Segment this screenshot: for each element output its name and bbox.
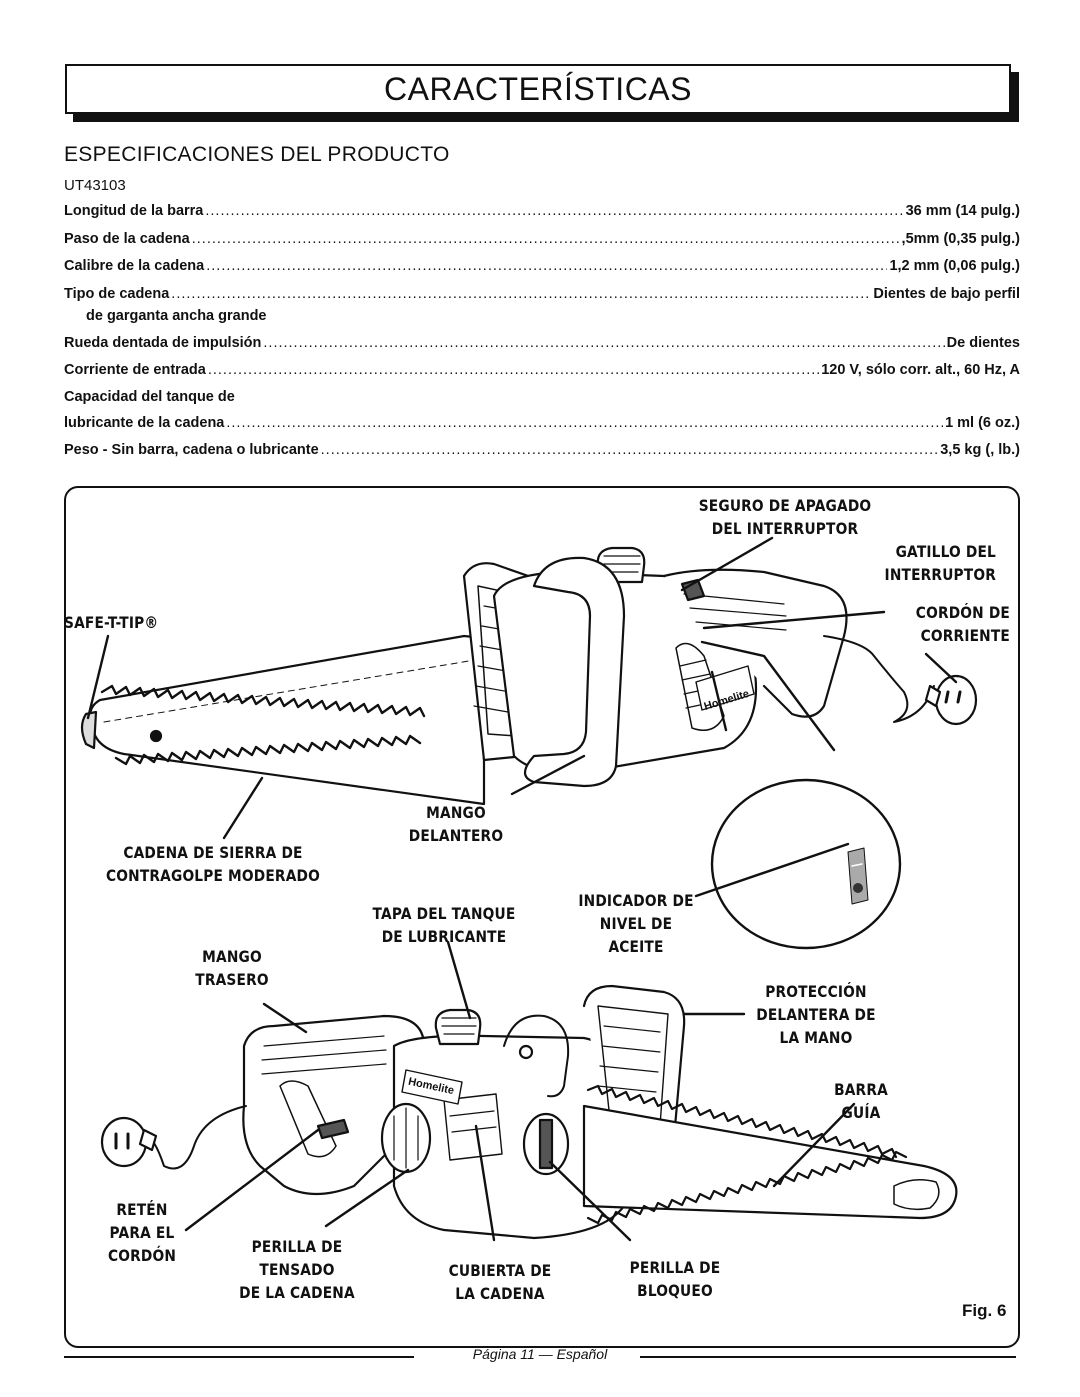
lower-guide-bar [582, 1104, 958, 1220]
callout-seguro-apagado: SEGURO DE APAGADO DEL INTERRUPTOR [698, 496, 872, 538]
leader-mango-trasero [262, 1002, 308, 1034]
footer-rule-right [640, 1356, 1016, 1358]
leader-safe-t-tip [86, 634, 110, 720]
spec-value: 1,2 mm (0,06 pulg.) [889, 258, 1020, 274]
spec-label: Calibre de la cadena [64, 258, 205, 274]
leader-magnifier-inner [710, 670, 728, 732]
spec-row: Rueda dentada de impulsión De dientes [64, 335, 1020, 351]
upper-front-handle [523, 556, 626, 788]
upper-chain-bottom [114, 734, 422, 766]
spec-value: ,5mm (0,35 pulg.) [901, 231, 1020, 247]
figure-label: Fig. 6 [962, 1301, 1007, 1320]
model-number: UT43103 [64, 177, 126, 194]
spec-label: lubricante de la cadena [64, 415, 225, 431]
spec-value: De dientes [946, 335, 1020, 351]
lower-brand-badge [401, 1069, 463, 1105]
spec-label: Tipo de cadena [64, 286, 170, 302]
spec-row: Paso de la cadena ,5mm (0,35 pulg.) [64, 231, 1020, 247]
leader-cadena [222, 776, 264, 840]
chain-cover [443, 1093, 503, 1161]
lower-trigger [316, 1118, 350, 1140]
spec-value: 36 mm (14 pulg.) [905, 203, 1020, 219]
callout-cordon-corriente: CORDÓN DE CORRIENTE [915, 603, 1010, 645]
chainsaw-diagram: Homelite [80, 536, 978, 1242]
leader-perilla-tensado [324, 1168, 410, 1228]
spec-row: Calibre de la cadena 1,2 mm (0,06 pulg.) [64, 258, 1020, 274]
footer-rule-left [64, 1356, 414, 1358]
spec-value: 1 ml (6 oz.) [945, 415, 1020, 431]
leader-mango-delantero [510, 754, 586, 796]
spec-continuation: de garganta ancha grande [86, 308, 267, 324]
callout-cadena-sierra: CADENA DE SIERRA DE CONTRAGOLPE MODERADO [105, 843, 320, 885]
upper-guide-bar [89, 634, 486, 806]
page-footer: Página 11 — Español [472, 1346, 608, 1362]
callout-tapa-tanque: TAPA DEL TANQUE DE LUBRICANTE [372, 904, 516, 946]
spec-value: Dientes de bajo perfil [873, 286, 1020, 302]
magnifier-oval [710, 778, 902, 950]
callout-reten-cordon: RETÉN PARA EL CORDÓN [107, 1200, 177, 1265]
callout-mango-trasero: MANGO TRASERO [195, 947, 269, 989]
upper-lock-off-button [680, 578, 706, 602]
callout-mango-delantero: MANGO DELANTERO [408, 803, 504, 845]
callout-safe-t-tip: SAFE-T-TIP® [64, 613, 159, 632]
callout-barra-guia: BARRA GUÍA [834, 1080, 888, 1122]
section-title: ESPECIFICACIONES DEL PRODUCTO [64, 143, 450, 166]
upper-chain-top [100, 684, 426, 718]
leader-magnifier-top [700, 640, 836, 752]
spec-row: Tipo de cadena Dientes de bajo perfil [64, 286, 1020, 302]
upper-brand-badge [695, 665, 755, 711]
leader-seguro [680, 536, 774, 592]
safe-t-tip-guard [80, 710, 98, 750]
title-banner: CARACTERÍSTICAS [65, 64, 1011, 114]
callout-indicador-aceite: INDICADOR DE NIVEL DE ACEITE [578, 891, 694, 956]
spec-row: Peso - Sin barra, cadena o lubricante 3,5… [64, 442, 1020, 458]
spec-label: Peso - Sin barra, cadena o lubricante [64, 442, 319, 458]
callout-perilla-tensado: PERILLA DE TENSADO DE LA CADENA [239, 1237, 355, 1302]
callout-proteccion-mano: PROTECCIÓN DELANTERA DE LA MANO [756, 982, 876, 1047]
page-title: CARACTERÍSTICAS [384, 70, 692, 107]
leader-gatillo [702, 610, 886, 630]
spec-label: Longitud de la barra [64, 203, 204, 219]
spec-row: Longitud de la barra 36 mm (14 pulg.) [64, 203, 1020, 219]
leader-reten [184, 1128, 320, 1232]
callout-cubierta-cadena: CUBIERTA DE LA CADENA [448, 1261, 552, 1303]
leader-perilla-bloqueo [548, 1160, 632, 1242]
leader-cordon [924, 652, 958, 684]
oil-level-window [847, 847, 869, 905]
leader-barra [772, 1102, 856, 1188]
spec-value: 3,5 kg (, lb.) [940, 442, 1020, 458]
callout-gatillo: GATILLO DEL INTERRUPTOR [884, 542, 996, 584]
leader-cubierta [474, 1124, 496, 1242]
spec-label: Corriente de entrada [64, 362, 206, 378]
lower-plug [100, 1116, 158, 1168]
upper-rear-handle [662, 568, 848, 718]
lower-oil-cap [434, 1008, 482, 1046]
lower-chain-top [586, 1084, 898, 1159]
callout-perilla-bloqueo: PERILLA DE BLOQUEO [629, 1258, 721, 1300]
bar-hole [149, 729, 163, 743]
spec-heading: Capacidad del tanque de [64, 389, 235, 405]
spec-label: Paso de la cadena [64, 231, 190, 247]
lower-chain-bottom [586, 1150, 908, 1225]
spec-row: lubricante de la cadena 1 ml (6 oz.) [64, 415, 1020, 431]
leader-indicador [694, 842, 850, 898]
leader-tapa [446, 940, 472, 1020]
spec-value: 120 V, sólo corr. alt., 60 Hz, A [821, 362, 1020, 378]
spec-label: Rueda dentada de impulsión [64, 335, 262, 351]
upper-plug [924, 674, 978, 726]
spec-row: Corriente de entrada 120 V, sólo corr. al… [64, 362, 1020, 378]
